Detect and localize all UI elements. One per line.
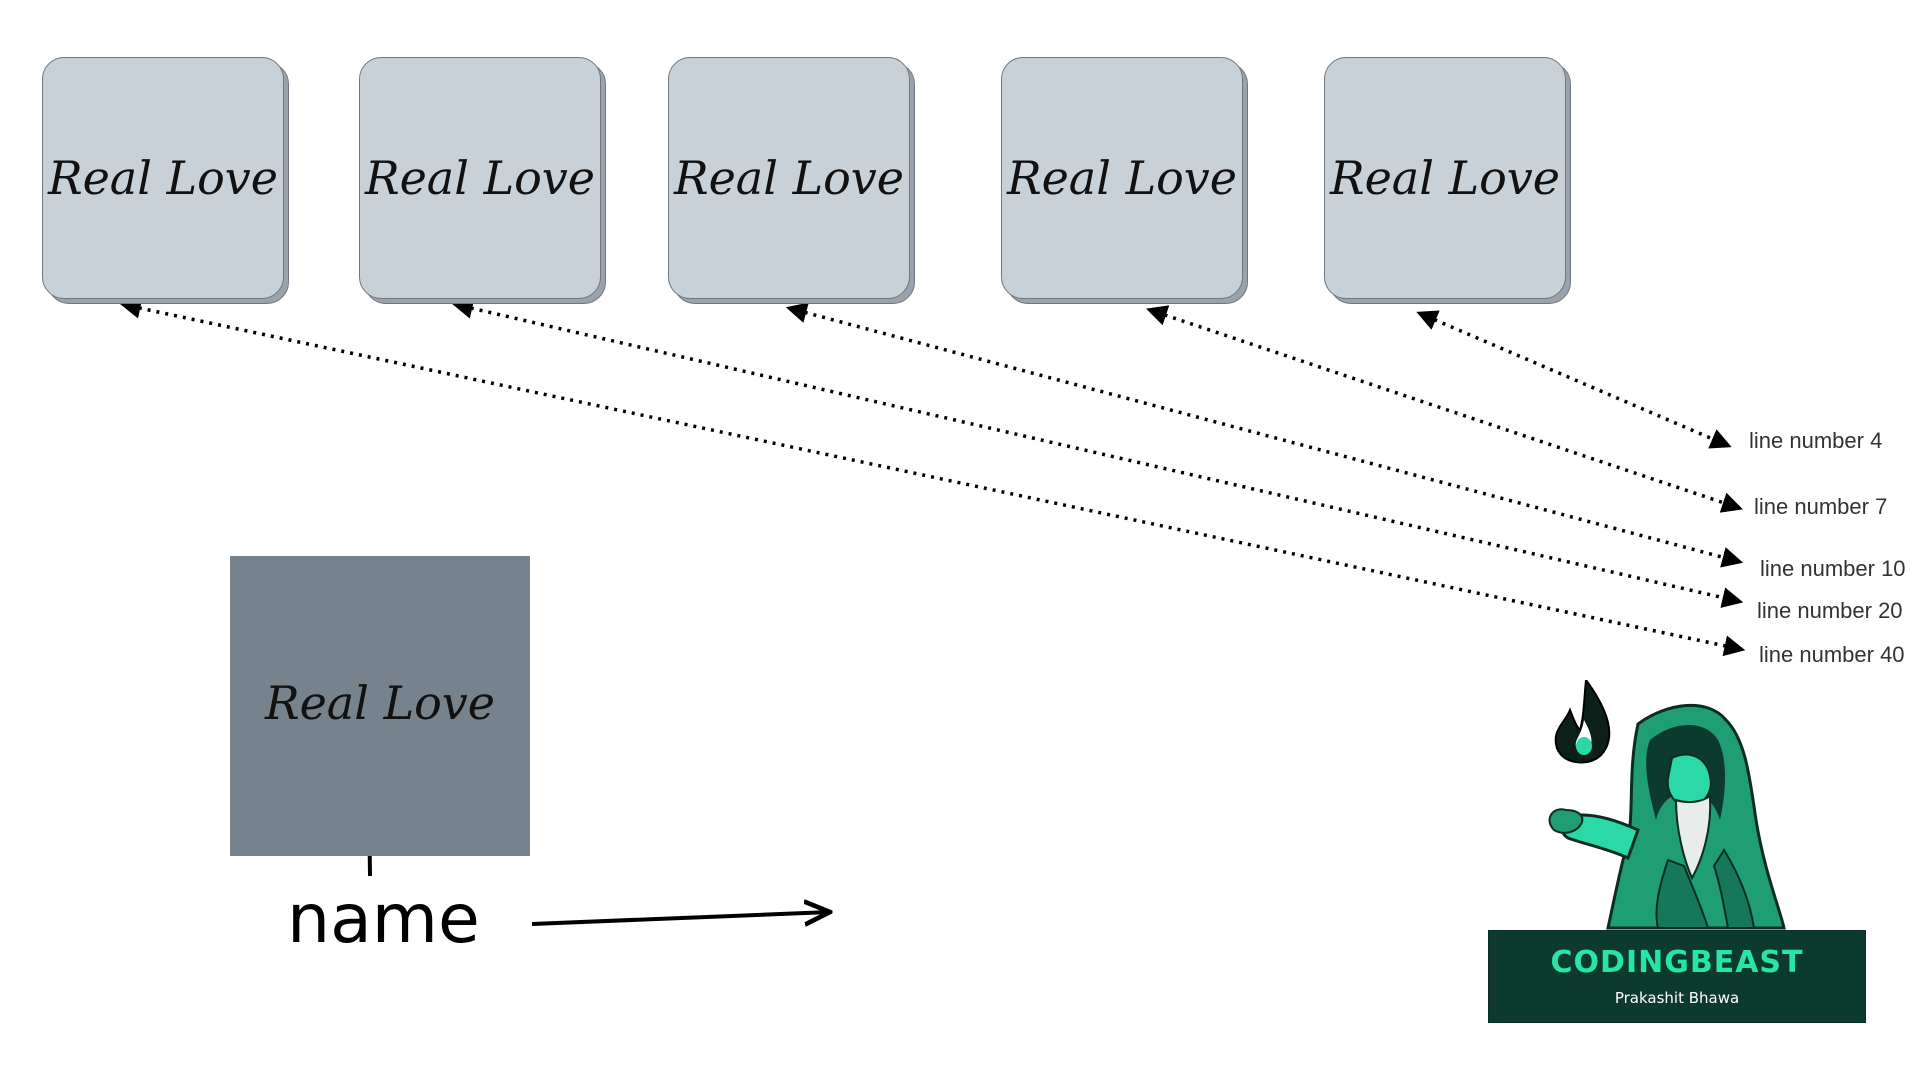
flame-icon	[1554, 680, 1611, 764]
connector-card4-line7	[1146, 305, 1743, 513]
real-love-card-4: Real Love	[1001, 57, 1248, 304]
line-label-40: line number 40	[1759, 642, 1905, 667]
card-text: Real Love	[1006, 151, 1238, 205]
brand-title: CODINGBEAST	[1550, 945, 1804, 980]
card-text: Real Love	[673, 151, 905, 205]
real-love-card-1: Real Love	[42, 57, 289, 304]
card-text: Real Love	[47, 151, 279, 205]
line-label-10: line number 10	[1760, 556, 1906, 581]
real-love-card-5: Real Love	[1324, 57, 1571, 304]
card-face: Real Love	[1001, 57, 1243, 299]
line-label-7: line number 7	[1754, 494, 1888, 519]
real-love-card-3: Real Love	[668, 57, 915, 304]
card-face: Real Love	[668, 57, 910, 299]
name-right-arrow	[531, 912, 830, 924]
real-love-card-2: Real Love	[359, 57, 606, 304]
card-face: Real Love	[42, 57, 284, 299]
highlight-card-text: Real Love	[264, 676, 496, 730]
card-face: Real Love	[1324, 57, 1566, 299]
highlight-card: Real Love	[230, 556, 530, 856]
codingbeast-logo	[1548, 680, 1786, 930]
card-face: Real Love	[359, 57, 601, 299]
brand-banner: CODINGBEAST Prakashit Bhawa	[1488, 930, 1866, 1023]
card-text: Real Love	[364, 151, 596, 205]
connector-card3-line10	[785, 302, 1744, 568]
line-label-4: line number 4	[1749, 428, 1883, 453]
line-label-20: line number 20	[1757, 598, 1903, 623]
beard-shape	[1674, 794, 1712, 881]
connector-card5-line4	[1416, 310, 1732, 449]
connector-card2-line20	[451, 298, 1744, 608]
brand-subtitle: Prakashit Bhawa	[1614, 989, 1740, 1007]
card-text: Real Love	[1329, 151, 1561, 205]
name-label: name	[287, 880, 480, 959]
